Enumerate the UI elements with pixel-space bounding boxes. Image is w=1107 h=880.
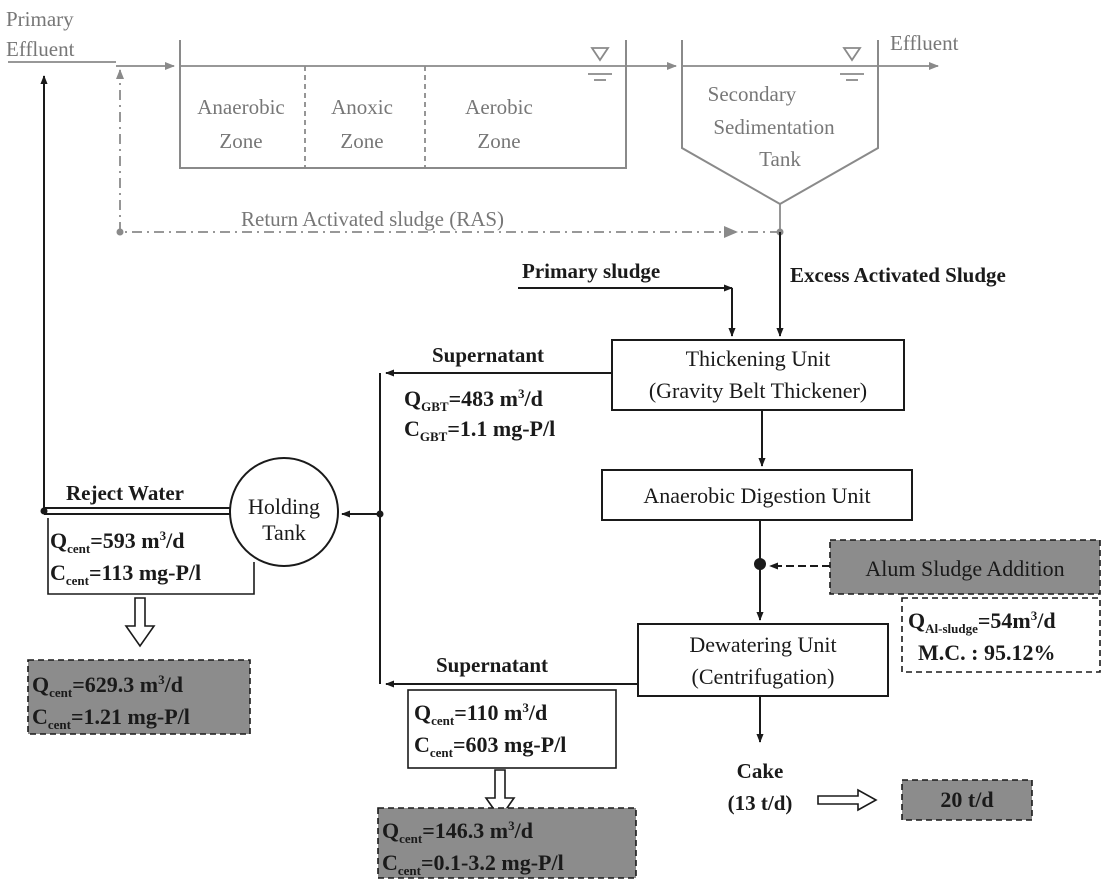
reject-result-q: Qcent=629.3 m3/d <box>32 672 183 700</box>
thickening-unit-subtitle: (Gravity Belt Thickener) <box>649 378 867 403</box>
supernatant-bottom-label: Supernatant <box>436 653 548 677</box>
cake-hollow-arrow <box>817 788 878 812</box>
supernatant-top-label: Supernatant <box>432 343 544 367</box>
gbt-flow-q: QGBT=483 m3/d <box>404 386 543 414</box>
centrifuge-flow-box <box>407 689 617 769</box>
water-level-symbol-2 <box>840 47 864 81</box>
svg-text:Ccent=603 mg-P/l: Ccent=603 mg-P/l <box>414 732 566 760</box>
dewatering-unit-title: Dewatering Unit <box>689 632 836 657</box>
svg-text:Ccent=0.1-3.2 mg-P/l: Ccent=0.1-3.2 mg-P/l <box>382 850 564 878</box>
cake-label: Cake (13 t/d) <box>728 759 793 815</box>
reject-result-box <box>27 659 251 735</box>
ras-arrowhead <box>724 226 738 238</box>
svg-text:Cake: Cake <box>737 759 784 783</box>
gbt-flow-c: CGBT=1.1 mg-P/l <box>404 416 555 444</box>
centrifuge-result-c: Ccent=0.1-3.2 mg-P/l <box>382 850 564 878</box>
svg-text:Zone: Zone <box>477 129 520 153</box>
reject-flow-c: Ccent=113 mg-P/l <box>50 560 201 588</box>
svg-text:Secondary: Secondary <box>708 82 797 106</box>
holding-tank-label-1: Holding <box>248 494 320 519</box>
dewatering-unit <box>637 623 889 697</box>
excess-sludge-label: Excess Activated Sludge <box>790 263 1006 287</box>
alum-flow-box <box>901 597 1101 673</box>
anaerobic-zone-label: Anaerobic Zone <box>197 95 284 153</box>
alum-mixing-junction <box>754 558 766 570</box>
svg-text:Sedimentation: Sedimentation <box>713 115 835 139</box>
alum-flow-q: QAl-sludge=54m3/d <box>908 608 1056 636</box>
reject-flow-q: Qcent=593 m3/d <box>50 528 184 556</box>
centrifuge-flow-q: Qcent=110 m3/d <box>414 700 547 728</box>
reject-hollow-arrow <box>124 597 156 648</box>
ras-label: Return Activated sludge (RAS) <box>241 207 504 231</box>
reject-result-c: Ccent=1.21 mg-P/l <box>32 704 190 732</box>
svg-text:Zone: Zone <box>219 129 262 153</box>
anoxic-zone-label: Anoxic Zone <box>331 95 393 153</box>
svg-text:Effluent: Effluent <box>6 37 75 61</box>
svg-text:Qcent=593 m3/d: Qcent=593 m3/d <box>50 528 184 556</box>
thickening-unit-title: Thickening Unit <box>686 346 831 371</box>
svg-text:QAl-sludge=54m3/d: QAl-sludge=54m3/d <box>908 608 1056 636</box>
bioreactor-tank <box>179 40 627 169</box>
svg-text:Anoxic: Anoxic <box>331 95 393 119</box>
cake-result-label: 20 t/d <box>940 787 993 812</box>
centrifuge-result-q: Qcent=146.3 m3/d <box>382 818 533 846</box>
primary-effluent-label: Primary Effluent <box>6 7 75 61</box>
alum-moisture-content: M.C. : 95.12% <box>918 640 1055 665</box>
svg-text:Anaerobic: Anaerobic <box>197 95 284 119</box>
svg-text:Qcent=110 m3/d: Qcent=110 m3/d <box>414 700 547 728</box>
aerobic-zone-label: Aerobic Zone <box>465 95 533 153</box>
dewatering-unit-subtitle: (Centrifugation) <box>692 664 835 689</box>
centrifuge-result-box <box>377 807 637 879</box>
alum-sludge-addition-label: Alum Sludge Addition <box>865 556 1064 581</box>
reject-water-label: Reject Water <box>66 481 184 505</box>
svg-text:QGBT=483 m3/d: QGBT=483 m3/d <box>404 386 543 414</box>
svg-text:Qcent=146.3 m3/d: Qcent=146.3 m3/d <box>382 818 533 846</box>
svg-text:Primary: Primary <box>6 7 74 31</box>
digestion-unit <box>601 469 913 521</box>
svg-text:CGBT=1.1 mg-P/l: CGBT=1.1 mg-P/l <box>404 416 555 444</box>
svg-text:Tank: Tank <box>759 147 801 171</box>
centrifuge-flow-c: Ccent=603 mg-P/l <box>414 732 566 760</box>
holding-tank-label-2: Tank <box>262 520 306 545</box>
secondary-tank-label: Secondary Sedimentation Tank <box>708 82 835 171</box>
svg-text:Zone: Zone <box>340 129 383 153</box>
svg-text:Ccent=113 mg-P/l: Ccent=113 mg-P/l <box>50 560 201 588</box>
svg-text:Qcent=629.3 m3/d: Qcent=629.3 m3/d <box>32 672 183 700</box>
water-level-symbol-1 <box>588 47 612 81</box>
alum-sludge-addition-box <box>829 539 1101 595</box>
svg-text:(13 t/d): (13 t/d) <box>728 791 793 815</box>
svg-text:Ccent=1.21 mg-P/l: Ccent=1.21 mg-P/l <box>32 704 190 732</box>
cake-result-box <box>901 779 1033 821</box>
effluent-label: Effluent <box>890 31 959 55</box>
thickening-unit <box>611 339 905 411</box>
primary-sludge-label: Primary sludge <box>522 259 660 283</box>
digestion-unit-label: Anaerobic Digestion Unit <box>643 483 870 508</box>
svg-text:Aerobic: Aerobic <box>465 95 533 119</box>
holding-tank <box>229 457 339 567</box>
reject-flow-box <box>47 518 255 595</box>
